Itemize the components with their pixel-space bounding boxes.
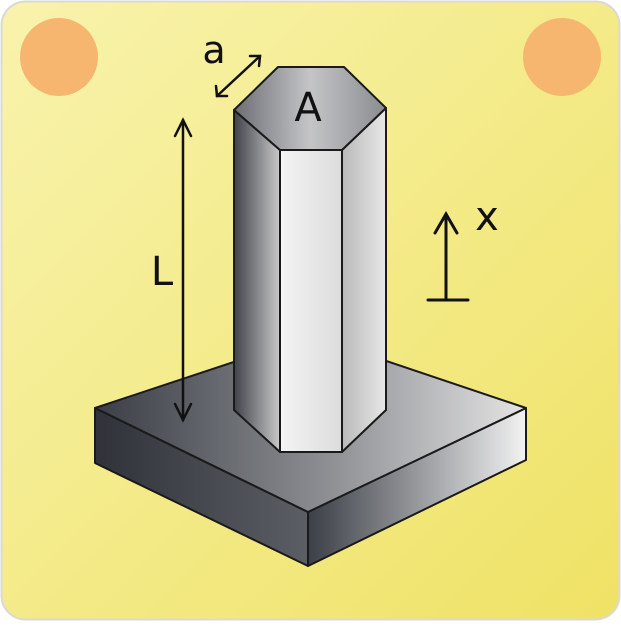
label-area: A <box>294 85 322 131</box>
rod-right-face <box>341 107 387 453</box>
side-length-arrow <box>214 54 262 98</box>
rod-front-face <box>279 149 343 453</box>
corner-dot-left <box>20 18 98 96</box>
label-side-length: a <box>202 28 225 72</box>
height-arrow <box>173 117 193 423</box>
coordinate-arrow <box>426 211 470 302</box>
label-coordinate: x <box>475 194 499 240</box>
rod-left-face <box>233 109 281 453</box>
corner-dot-right <box>523 18 601 96</box>
hexagonal-rod <box>233 66 387 453</box>
rod-top-face <box>233 66 387 151</box>
label-height: L <box>151 249 174 295</box>
